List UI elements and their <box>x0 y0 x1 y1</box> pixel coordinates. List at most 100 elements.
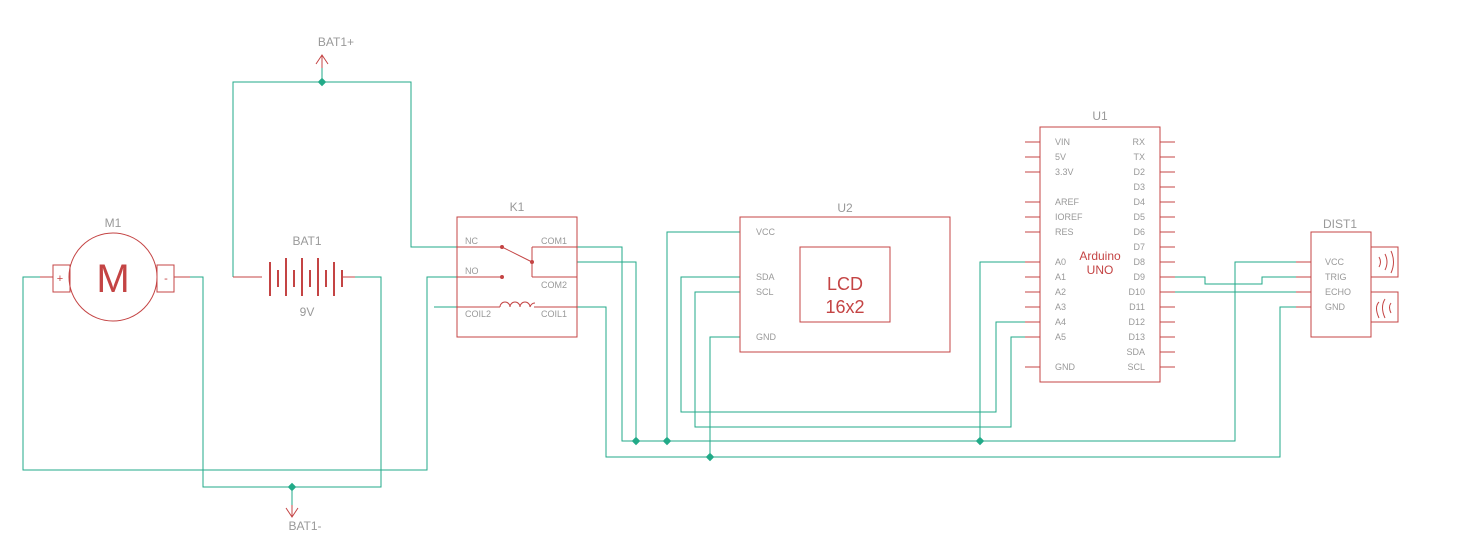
arduino-pin-label: A4 <box>1055 317 1066 327</box>
junctions <box>287 77 985 492</box>
net-label-bat-pos[interactable]: BAT1+ <box>315 35 354 68</box>
arduino-pin-label: TX <box>1133 152 1145 162</box>
wire <box>577 261 637 441</box>
arduino-pin-label: IOREF <box>1055 212 1083 222</box>
arduino-pin-label: D3 <box>1133 182 1145 192</box>
arduino-pin-label: A0 <box>1055 257 1066 267</box>
pin-label-vcc: VCC <box>1325 257 1345 267</box>
arduino-body <box>1039 126 1161 383</box>
arduino-pin-label: D9 <box>1133 272 1145 282</box>
arduino-pin-label: VIN <box>1055 137 1070 147</box>
arduino-pin-label: 5V <box>1055 152 1066 162</box>
arduino-pin-label: 3.3V <box>1055 167 1074 177</box>
lcd-label-line2: 16x2 <box>825 297 864 317</box>
arduino-pin-label: SDA <box>1126 347 1145 357</box>
battery-bat1[interactable]: BAT1 9V <box>233 234 355 319</box>
wire <box>577 306 1296 458</box>
pin-label-com1: COM1 <box>541 236 567 246</box>
wire <box>22 276 457 471</box>
battery-cells <box>269 258 343 296</box>
wire <box>666 231 740 441</box>
wire <box>1175 276 1296 285</box>
motor-letter: M <box>96 257 129 301</box>
arduino-pin-label: RES <box>1055 227 1074 237</box>
junction-dot <box>317 77 327 87</box>
wire <box>232 81 457 277</box>
motor-terminal-minus <box>156 264 175 293</box>
pin-label-coil1: COIL1 <box>541 309 567 319</box>
net-label-bat-neg[interactable]: BAT1- <box>285 505 322 533</box>
motor-m1[interactable]: M1 M + - <box>40 216 190 322</box>
lcd-u2[interactable]: U2 LCD 16x2 VCC SDA SCL GND <box>739 201 951 353</box>
junction-dot <box>662 436 672 446</box>
wave-in-icon <box>1376 298 1392 319</box>
wave-out-icon <box>1378 250 1394 274</box>
arduino-pin-label: D11 <box>1129 302 1145 312</box>
transducer-top <box>1370 246 1399 278</box>
wire <box>190 276 204 470</box>
wire <box>202 276 382 488</box>
arduino-u1[interactable]: U1 Arduino UNO VIN 5V 3.3V AREF IOREF RES A0A1… <box>1025 109 1175 383</box>
junction-dot <box>975 436 985 446</box>
arduino-pin-label: D4 <box>1133 197 1145 207</box>
sensor-body <box>1310 231 1372 338</box>
arduino-pin-label: AREF <box>1055 197 1080 207</box>
arduino-pin-label: GND <box>1055 362 1076 372</box>
pin-label-gnd: GND <box>756 332 777 342</box>
junction-dot <box>631 436 641 446</box>
pin-label-echo: ECHO <box>1325 287 1351 297</box>
plus-sign: + <box>57 273 63 285</box>
arduino-pin-label: D7 <box>1133 242 1145 252</box>
component-ref: U1 <box>1092 109 1108 123</box>
net-label-text: BAT1+ <box>318 35 354 49</box>
arduino-pin-label: A3 <box>1055 302 1066 312</box>
pin-label-no: NO <box>465 266 479 276</box>
arduino-pin-label: D10 <box>1128 287 1145 297</box>
minus-sign: - <box>164 273 168 285</box>
pin-label-vcc: VCC <box>756 227 776 237</box>
ultrasonic-sensor-dist1[interactable]: DIST1 VCC TRIG ECHO GND <box>1296 217 1399 338</box>
arduino-pin-label: D8 <box>1133 257 1145 267</box>
component-value: 9V <box>300 305 315 319</box>
wire <box>680 276 1025 413</box>
arduino-pin-label: D12 <box>1128 317 1145 327</box>
junction-dot <box>287 482 297 492</box>
component-ref: BAT1 <box>292 234 321 248</box>
pin-label-com2: COM2 <box>541 280 567 290</box>
net-label-text: BAT1- <box>288 519 321 533</box>
arduino-pin-label: D5 <box>1133 212 1145 222</box>
arduino-pin-label: A2 <box>1055 287 1066 297</box>
pin-label-coil2: COIL2 <box>465 309 491 319</box>
arduino-label-line2: UNO <box>1087 263 1114 277</box>
wire <box>577 246 1296 442</box>
arduino-pin-label: A1 <box>1055 272 1066 282</box>
lcd-label-line1: LCD <box>827 274 863 294</box>
lcd-body <box>739 216 951 353</box>
pin-label-gnd: GND <box>1325 302 1346 312</box>
component-ref: M1 <box>105 216 122 230</box>
relay-k1[interactable]: K1 NC NO COIL2 COM1 COM2 COIL1 <box>456 200 578 338</box>
pin-label-nc: NC <box>465 236 478 246</box>
component-ref: K1 <box>510 200 525 214</box>
pin-label-sda: SDA <box>756 272 775 282</box>
arduino-pin-label: SCL <box>1127 362 1145 372</box>
lcd-screen <box>799 246 891 323</box>
component-ref: DIST1 <box>1323 217 1357 231</box>
component-ref: U2 <box>837 201 853 215</box>
arduino-label-line1: Arduino <box>1079 249 1121 263</box>
junction-dot <box>705 452 715 462</box>
wire <box>979 261 1025 441</box>
wire <box>694 291 1025 428</box>
arduino-pin-label: D13 <box>1128 332 1145 342</box>
wires <box>22 68 1296 505</box>
coil-icon <box>499 301 536 308</box>
motor-terminal-plus <box>52 264 71 293</box>
arduino-pin-label: D6 <box>1133 227 1145 237</box>
transducer-bottom <box>1370 291 1399 323</box>
arduino-pin-label: RX <box>1132 137 1145 147</box>
wire <box>709 336 740 457</box>
arduino-pin-label: D2 <box>1133 167 1145 177</box>
